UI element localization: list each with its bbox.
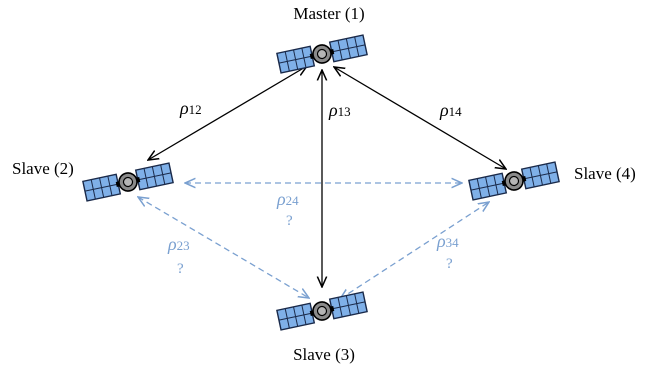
satellite-icon xyxy=(277,292,367,330)
slave2-label: Slave (2) xyxy=(12,159,74,178)
range-label-23: ρ23 xyxy=(167,234,190,254)
master-label: Master (1) xyxy=(293,4,364,23)
link-2-3 xyxy=(138,197,309,298)
range-label-14: ρ14 xyxy=(439,100,462,120)
range-label-12: ρ12 xyxy=(179,98,202,118)
link-1-4 xyxy=(334,67,506,169)
range-unknown-mark-23: ? xyxy=(177,261,184,277)
range-label-13: ρ13 xyxy=(328,100,351,120)
link-1-2 xyxy=(148,66,307,160)
range-label-34: ρ34 xyxy=(436,231,459,251)
slave3-label: Slave (3) xyxy=(293,345,355,364)
satellite-icon xyxy=(469,162,559,200)
link-3-4 xyxy=(340,202,489,299)
range-unknown-mark-24: ? xyxy=(286,213,293,229)
satellite-icon xyxy=(83,163,173,201)
range-label-24: ρ24 xyxy=(276,189,299,209)
range-unknown-mark-34: ? xyxy=(446,256,453,272)
satellite-icon xyxy=(277,35,367,73)
slave4-label: Slave (4) xyxy=(574,164,636,183)
